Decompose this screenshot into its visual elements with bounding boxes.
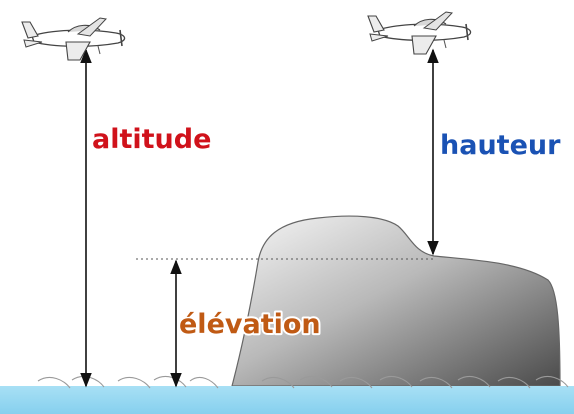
airplane-icon: [21, 17, 126, 61]
airplane-icon: [367, 11, 472, 55]
elevation-label: élévation: [179, 309, 321, 340]
hauteur-label: hauteur: [440, 130, 561, 161]
terrain: [231, 215, 561, 387]
altitude-label: altitude: [92, 124, 211, 155]
sea: [0, 386, 574, 414]
wave-icon: [37, 376, 569, 389]
